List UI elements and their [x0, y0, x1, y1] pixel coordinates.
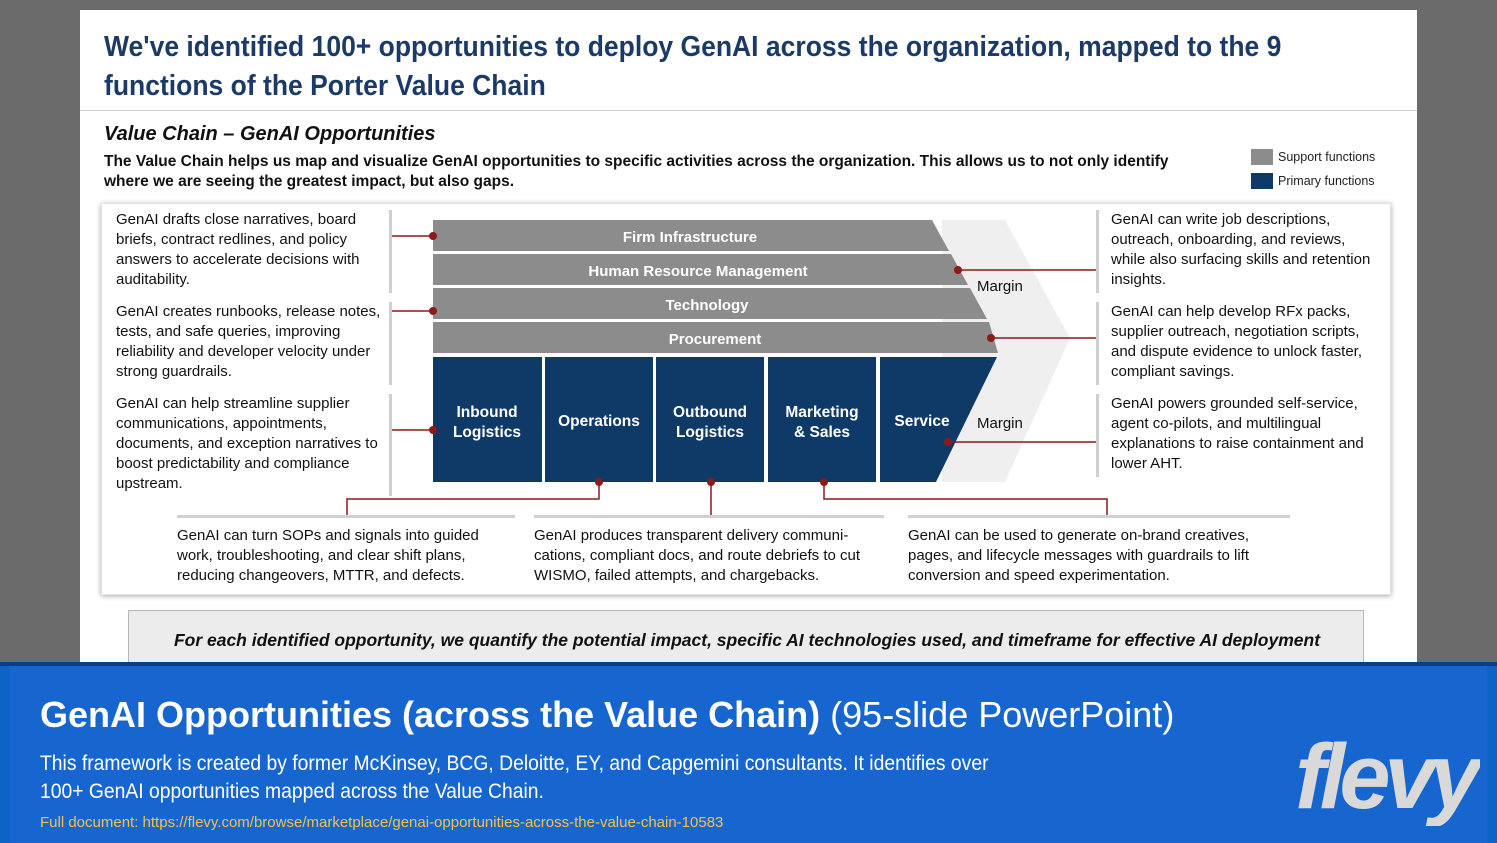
bottom-note-operations: GenAI can turn SOPs and signals into gui… — [177, 515, 515, 586]
primary-label-service: Service — [894, 413, 950, 430]
left-note-firm-infrastructure: GenAI drafts close narratives, board bri… — [116, 210, 392, 293]
connector-dot — [820, 478, 828, 486]
bottom-note-marketing-sales: GenAI can be used to generate on-brand c… — [908, 515, 1290, 586]
banner-title-subtitle: (95-slide PowerPoint) — [830, 694, 1175, 735]
support-label-procurement: Procurement — [669, 331, 762, 348]
summary-text: For each identified opportunity, we quan… — [173, 630, 1321, 650]
primary-block-service — [880, 357, 997, 482]
legend-swatch-support — [1251, 149, 1273, 165]
primary-block-marketing-sales — [768, 357, 876, 482]
slide: We've identified 100+ opportunities to d… — [80, 10, 1417, 670]
connector-dot — [429, 232, 437, 240]
primary-block-outbound-logistics — [656, 357, 764, 482]
flevy-logo-text: flevy — [1295, 726, 1480, 826]
margin-label-bottom: Margin — [977, 415, 1023, 432]
banner-panel: GenAI Opportunities (across the Value Ch… — [10, 666, 1487, 843]
right-note-service: GenAI powers grounded self-service, agen… — [1096, 394, 1380, 477]
primary-label-inbound-logistics-line: Logistics — [453, 424, 521, 441]
title-divider — [80, 110, 1417, 111]
support-label-firm-infrastructure: Firm Infrastructure — [623, 229, 757, 246]
banner-document-link[interactable]: Full document: https://flevy.com/browse/… — [40, 814, 724, 831]
promo-banner: GenAI Opportunities (across the Value Ch… — [0, 662, 1497, 843]
connector-dot — [429, 426, 437, 434]
connector-bottom-1 — [346, 482, 600, 515]
legend-primary: Primary functions — [1251, 172, 1375, 190]
value-chain-diagram: Firm Infrastructure Human Resource Manag… — [346, 220, 1108, 515]
legend-swatch-primary — [1251, 173, 1273, 189]
banner-description: This framework is created by former McKi… — [40, 752, 989, 803]
legend-support: Support functions — [1251, 148, 1375, 166]
margin-label-top: Margin — [977, 278, 1023, 295]
connector-dots — [429, 232, 995, 486]
support-label-technology: Technology — [665, 297, 749, 314]
connectors — [346, 235, 1108, 515]
connector-dot — [944, 438, 952, 446]
support-bar-firm-infrastructure — [433, 220, 949, 251]
connector-dot — [429, 307, 437, 315]
primary-label-marketing-sales: Marketing & Sales — [785, 404, 858, 441]
summary-box: For each identified opportunity, we quan… — [128, 610, 1364, 670]
primary-label-operations: Operations — [558, 413, 640, 430]
margin-chevron — [942, 220, 1070, 482]
slide-title: We've identified 100+ opportunities to d… — [104, 31, 1282, 102]
support-label-hr-management: Human Resource Management — [588, 263, 807, 280]
primary-label-outbound-logistics-line: Outbound — [673, 404, 747, 421]
section-title: Value Chain – GenAI Opportunities — [104, 123, 436, 145]
right-note-procurement: GenAI can help develop RFx packs, suppli… — [1096, 302, 1380, 385]
primary-block-inbound-logistics — [433, 357, 542, 482]
section-description: The Value Chain helps us map and visuali… — [104, 153, 1169, 190]
primary-label-marketing-sales-line: & Sales — [794, 424, 850, 441]
primary-label-marketing-sales-line: Marketing — [785, 404, 858, 421]
bottom-note-outbound-logistics: GenAI produces transparent delivery comm… — [534, 515, 884, 586]
left-note-inbound-logistics: GenAI can help streamline supplier commu… — [116, 394, 392, 496]
connector-bottom-3 — [823, 482, 1108, 515]
primary-label-outbound-logistics-line: Logistics — [676, 424, 744, 441]
connector-dot — [595, 478, 603, 486]
banner-title-main: GenAI Opportunities (across the Value Ch… — [40, 694, 821, 735]
flevy-logo[interactable]: flevy — [1290, 726, 1480, 826]
connector-dot — [707, 478, 715, 486]
support-bar-hr-management — [433, 254, 968, 285]
legend-label-support: Support functions — [1278, 150, 1376, 164]
support-bar-technology — [433, 288, 987, 319]
left-note-technology: GenAI creates runbooks, release notes, t… — [116, 302, 392, 385]
primary-block-operations — [545, 357, 653, 482]
connector-dot — [987, 334, 995, 342]
primary-label-inbound-logistics-line: Inbound — [456, 404, 517, 421]
legend-label-primary: Primary functions — [1278, 174, 1375, 188]
right-note-hr-management: GenAI can write job descriptions, outrea… — [1096, 210, 1380, 293]
support-bar-procurement — [433, 322, 998, 353]
connector-dot — [954, 266, 962, 274]
banner-title: GenAI Opportunities (across the Value Ch… — [40, 694, 1174, 736]
